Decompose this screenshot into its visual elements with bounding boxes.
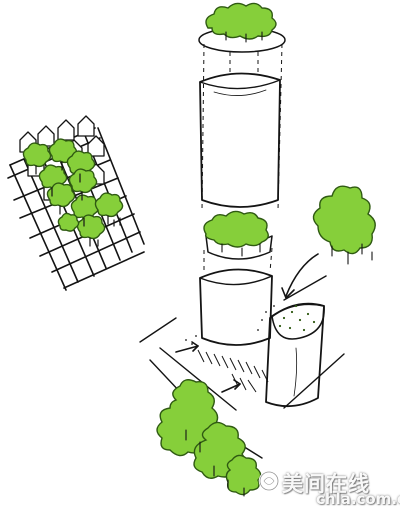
- tower-lower-block: [199, 268, 273, 346]
- watermark-brand-text: 美间在线: [282, 472, 370, 496]
- watermark-url-text: chla.com.cn: [316, 490, 400, 508]
- floating-tree-cluster: [312, 185, 376, 265]
- top-roof-garden: [198, 2, 286, 53]
- annex-building: [265, 302, 325, 408]
- neighborhood-grid: [7, 115, 145, 291]
- street-trees: [156, 379, 262, 497]
- sky-garden-layer: [203, 210, 273, 260]
- brand-logo-icon: [258, 470, 280, 492]
- site-ground: [139, 275, 345, 459]
- transfer-arrow: [281, 253, 319, 299]
- watermark: 美间在线 chla.com.cn: [256, 468, 400, 508]
- tower-upper-block: [199, 72, 281, 208]
